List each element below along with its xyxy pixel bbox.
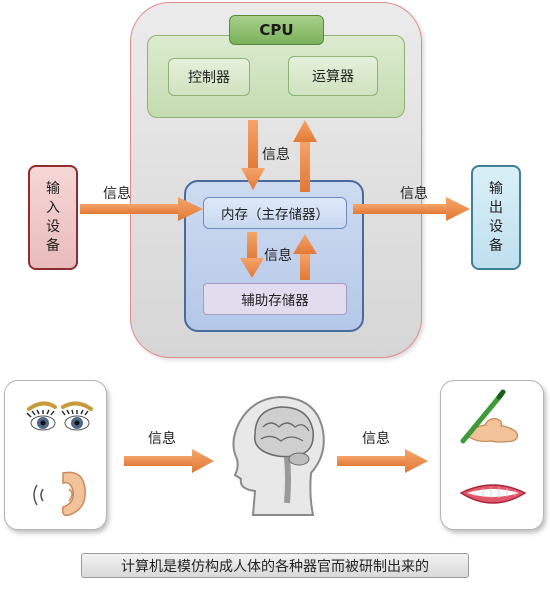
- label-senses-info: 信息: [148, 431, 176, 447]
- arrow-brain-to-action: [337, 449, 428, 473]
- output-device-box: 输出设备: [471, 165, 521, 270]
- label-aux-info: 信息: [264, 248, 292, 264]
- eyes-and-ear-illustration: [26, 401, 93, 517]
- label-cpu-info: 信息: [262, 147, 290, 163]
- label-action-info: 信息: [362, 431, 390, 447]
- mouth-icon: [459, 484, 527, 504]
- cpu-label: CPU: [229, 15, 324, 45]
- aux-memory-box: 辅助存储器: [203, 283, 347, 315]
- caption: 计算机是模仿构成人体的各种器官而被研制出来的: [81, 553, 469, 578]
- label-output-info: 信息: [400, 186, 428, 202]
- controller-box: 控制器: [168, 58, 250, 96]
- human-head-brain-icon: [232, 395, 325, 516]
- action-panel: [440, 380, 544, 530]
- ear-icon: [33, 471, 86, 517]
- input-device-label: 输入设备: [46, 180, 60, 254]
- senses-panel: [4, 380, 107, 530]
- alu-box: 运算器: [288, 56, 378, 96]
- input-device-box: 输入设备: [28, 165, 78, 270]
- eyes-icon: [26, 401, 93, 431]
- main-memory-box: 内存（主存储器）: [203, 197, 347, 229]
- output-device-label: 输出设备: [489, 180, 503, 254]
- hand-writing-icon: [460, 389, 519, 444]
- hand-and-mouth-illustration: [459, 389, 527, 504]
- label-input-info: 信息: [103, 186, 131, 202]
- arrow-senses-to-brain: [124, 449, 214, 473]
